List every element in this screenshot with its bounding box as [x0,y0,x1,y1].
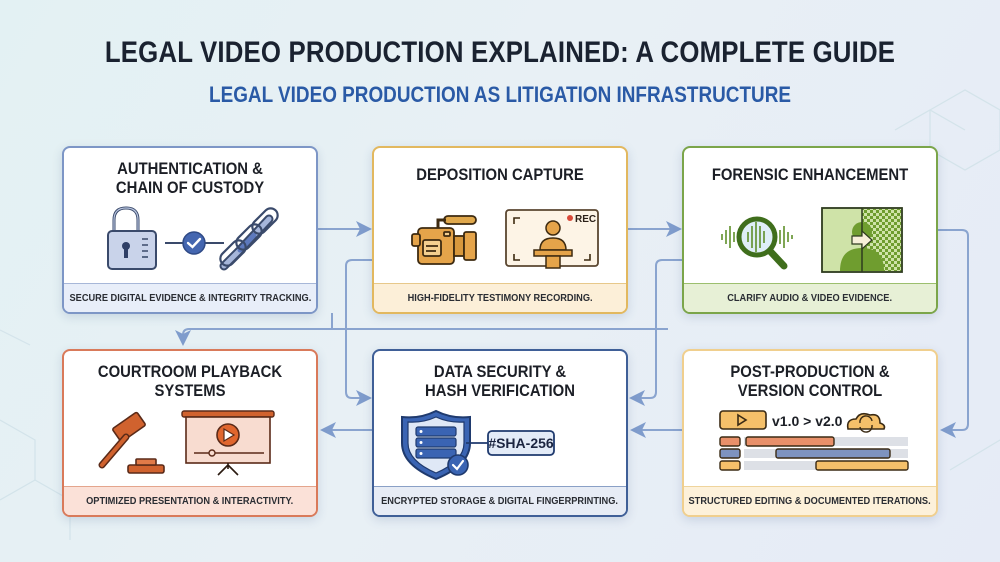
svg-text:REC: REC [575,214,596,225]
recording-monitor-icon: REC [505,209,599,269]
card-footer: HIGH-FIDELITY TESTIMONY RECORDING. [374,283,626,312]
checkmark-icon [182,231,206,255]
timeline-icon [719,436,909,471]
card-data-security: DATA SECURITY & HASH VERIFICATION #SHA-2… [372,349,628,517]
card-deposition-capture: DEPOSITION CAPTURE REC HIGH-F [372,146,628,314]
video-camera-icon [411,215,477,265]
projector-screen-icon [181,410,275,476]
page-title: LEGAL VIDEO PRODUCTION EXPLAINED: A COMP… [104,36,896,69]
deposition-illustration: REC [411,209,599,269]
card-courtroom-playback: COURTROOM PLAYBACK SYSTEMS OPTIMIZED PRE… [62,349,318,517]
card-title: AUTHENTICATION & CHAIN OF CUSTODY [115,160,265,197]
card-footer: CLARIFY AUDIO & VIDEO EVIDENCE. [684,283,936,312]
padlock-chain-illustration [107,206,279,271]
padlock-icon [107,206,157,270]
page-subtitle: LEGAL VIDEO PRODUCTION AS LITIGATION INF… [209,82,791,107]
shield-server-icon [401,409,471,481]
play-button-icon [719,410,767,430]
version-label: v1.0 > v2.0 [772,413,843,429]
card-title: DEPOSITION CAPTURE [416,166,584,184]
version-control-illustration: v1.0 > v2.0 [719,410,909,471]
card-title: COURTROOM PLAYBACK SYSTEMS [97,363,283,400]
card-title: FORENSIC ENHANCEMENT [711,166,909,184]
security-illustration: #SHA-256 [401,409,555,481]
chain-link-icon [219,207,279,271]
hash-tag-icon: #SHA-256 [487,430,555,456]
card-post-production: POST-PRODUCTION & VERSION CONTROL v1.0 >… [682,349,938,517]
forensic-illustration [721,207,903,273]
svg-text:#SHA-256: #SHA-256 [488,435,554,451]
card-footer: SECURE DIGITAL EVIDENCE & INTEGRITY TRAC… [64,283,316,312]
card-authentication: AUTHENTICATION & CHAIN OF CUSTODY [62,146,318,314]
audio-magnifier-icon [721,216,793,270]
cloud-sync-icon [846,412,886,433]
card-title: POST-PRODUCTION & VERSION CONTROL [730,363,890,400]
card-title: DATA SECURITY & HASH VERIFICATION [425,363,575,400]
courtroom-illustration [98,410,275,476]
card-footer: OPTIMIZED PRESENTATION & INTERACTIVITY. [64,486,316,515]
gavel-icon [98,411,165,474]
card-footer: ENCRYPTED STORAGE & DIGITAL FINGERPRINTI… [374,486,626,515]
card-forensic-enhancement: FORENSIC ENHANCEMENT [682,146,938,314]
image-enhance-icon [821,207,903,273]
card-footer: STRUCTURED EDITING & DOCUMENTED ITERATIO… [684,486,936,515]
